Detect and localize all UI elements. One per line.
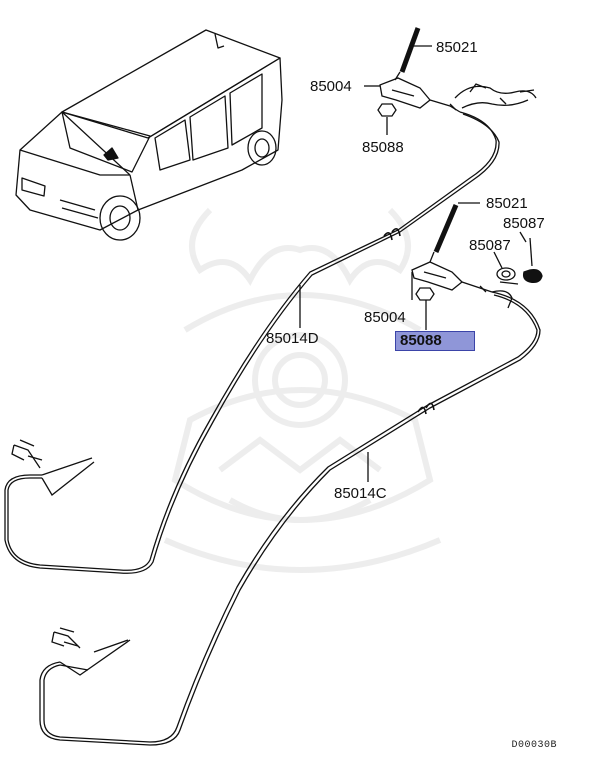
callout-85087-right[interactable]: 85087 [503,215,545,232]
car-illustration [15,29,283,241]
callout-85021-upper[interactable]: 85021 [436,39,478,56]
cable-85014c [39,291,541,746]
lower-antenna-assembly [411,202,543,330]
callout-85088-upper[interactable]: 85088 [362,139,404,156]
upper-antenna-assembly [364,27,537,135]
cable-85014d [4,111,500,574]
callout-85014c[interactable]: 85014C [334,485,387,502]
watermark-logo [163,207,442,573]
callout-85014d[interactable]: 85014D [266,330,319,347]
callout-85088-highlighted[interactable]: 85088 [400,332,442,349]
callout-85087-left[interactable]: 85087 [469,237,511,254]
diagram-code: D00030B [511,740,557,751]
callout-85004-upper[interactable]: 85004 [310,78,352,95]
callout-85021-lower[interactable]: 85021 [486,195,528,212]
callout-85004-lower[interactable]: 85004 [364,309,406,326]
highlight-box [395,331,475,351]
